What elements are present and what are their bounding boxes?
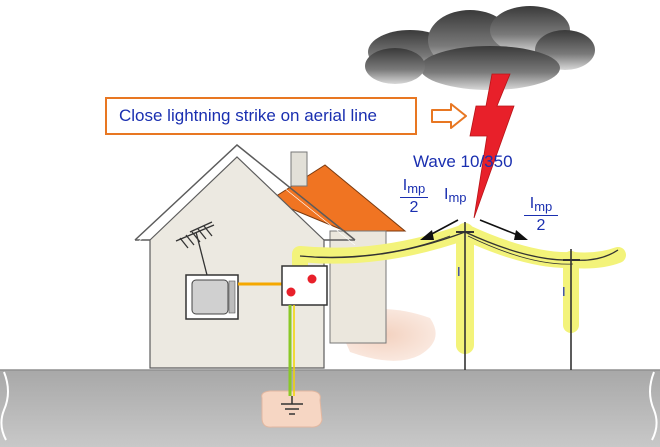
current-subscript: mp bbox=[448, 190, 467, 205]
current-arrow-left bbox=[420, 219, 459, 240]
lightning-bolt-icon bbox=[469, 73, 515, 219]
ground bbox=[0, 370, 660, 447]
current-denominator: 2 bbox=[409, 199, 419, 216]
tv-icon bbox=[185, 274, 239, 320]
current-symbol: I bbox=[529, 195, 535, 212]
wave-label: Wave 10/350 bbox=[413, 152, 513, 171]
callout-box: Close lightning strike on aerial line bbox=[105, 97, 417, 135]
current-arrow-right bbox=[479, 219, 528, 240]
current-split-left: Imp 2 bbox=[400, 178, 428, 216]
utility-pole-2 bbox=[563, 249, 580, 370]
current-subscript: mp bbox=[534, 199, 553, 214]
surge-glow-span bbox=[457, 224, 626, 269]
utility-pole-1 bbox=[456, 222, 474, 370]
chimney bbox=[290, 151, 308, 187]
current-subscript: mp bbox=[407, 181, 426, 196]
current-denominator: 2 bbox=[536, 217, 546, 234]
earth-ground-icon bbox=[281, 396, 303, 415]
callout-arrow-icon bbox=[431, 103, 467, 129]
distribution-box bbox=[281, 265, 328, 306]
current-symbol: I bbox=[444, 186, 449, 203]
cloud-icon bbox=[365, 6, 595, 90]
pole-current-label-1: I bbox=[457, 264, 461, 279]
current-symbol: I bbox=[402, 177, 408, 194]
antenna-icon bbox=[175, 221, 215, 276]
current-split-right: Imp 2 bbox=[524, 196, 558, 234]
main-roof bbox=[134, 144, 356, 241]
callout-text: Close lightning strike on aerial line bbox=[119, 106, 377, 125]
current-peak: Imp bbox=[444, 186, 467, 205]
pole-current-label-2: I bbox=[562, 284, 566, 299]
